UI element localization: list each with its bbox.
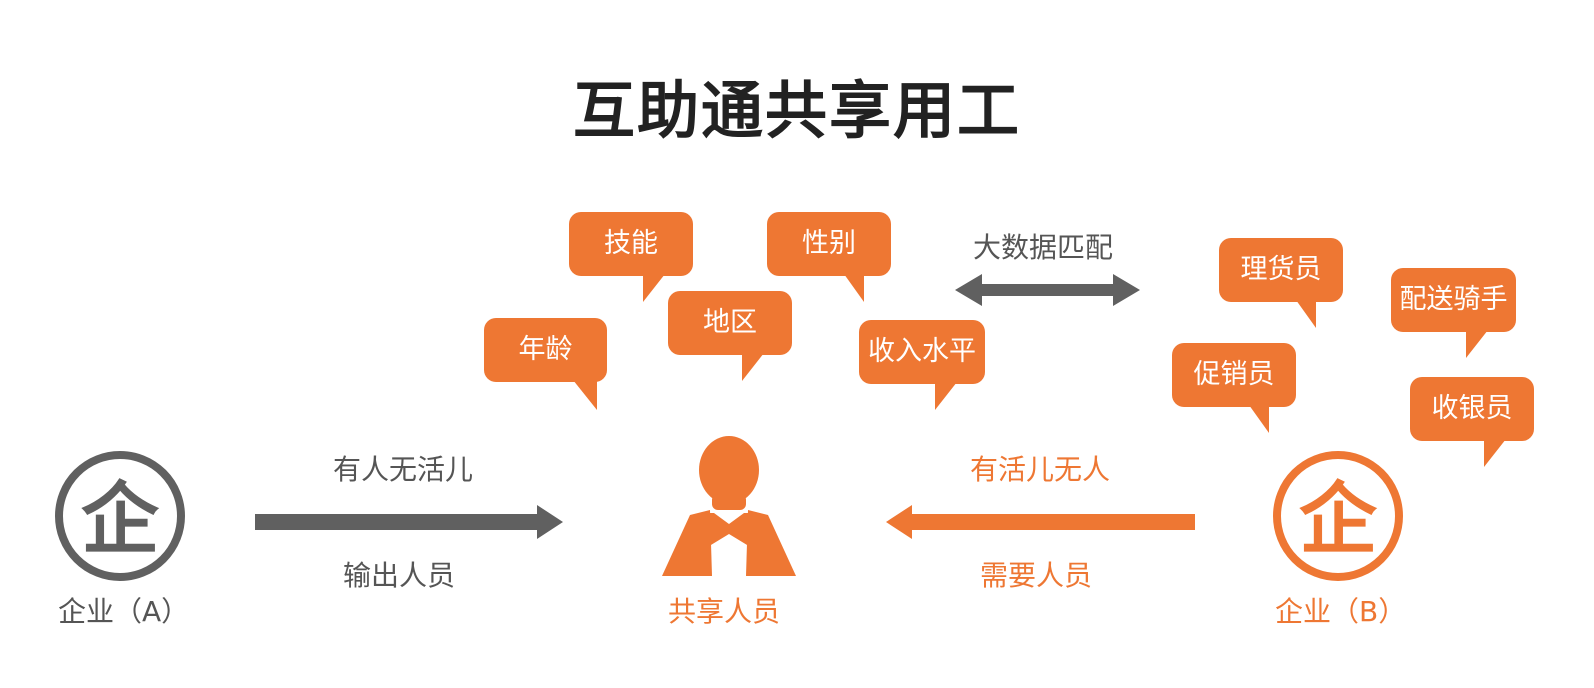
match-double-arrow: [955, 274, 1140, 306]
bubble-promoter: 促销员: [1172, 343, 1296, 433]
company-a-label: 企业（A）: [58, 595, 190, 628]
right-arrow: [886, 505, 1195, 539]
left-arrow-top-text: 有人无活儿: [333, 453, 474, 486]
company-b-icon: 企: [1273, 451, 1403, 581]
bubble-rider: 配送骑手: [1391, 268, 1516, 358]
bubble-skill: 技能: [569, 212, 693, 302]
bubble-cashier: 收银员: [1410, 377, 1534, 467]
bubble-stocker: 理货员: [1219, 238, 1343, 328]
bubble-gender: 性别: [767, 212, 891, 302]
right-arrow-top-text: 有活儿无人: [970, 453, 1111, 486]
company-a-icon-char: 企: [81, 475, 160, 565]
match-label: 大数据匹配: [973, 231, 1114, 264]
left-arrow-bottom-text: 输出人员: [343, 559, 456, 592]
bubble-age: 年龄: [484, 318, 607, 410]
company-a-icon: 企: [55, 451, 185, 581]
bubble-region: 地区: [668, 291, 792, 381]
right-arrow-bottom-text: 需要人员: [980, 559, 1093, 592]
left-arrow: [255, 505, 563, 539]
bubble-income: 收入水平: [859, 320, 985, 410]
page-title: 互助通共享用工: [572, 74, 1021, 147]
company-b-label: 企业（B）: [1275, 595, 1407, 628]
person-icon: [662, 436, 796, 576]
company-b-icon-char: 企: [1299, 475, 1378, 565]
shared-person-label: 共享人员: [668, 595, 781, 628]
